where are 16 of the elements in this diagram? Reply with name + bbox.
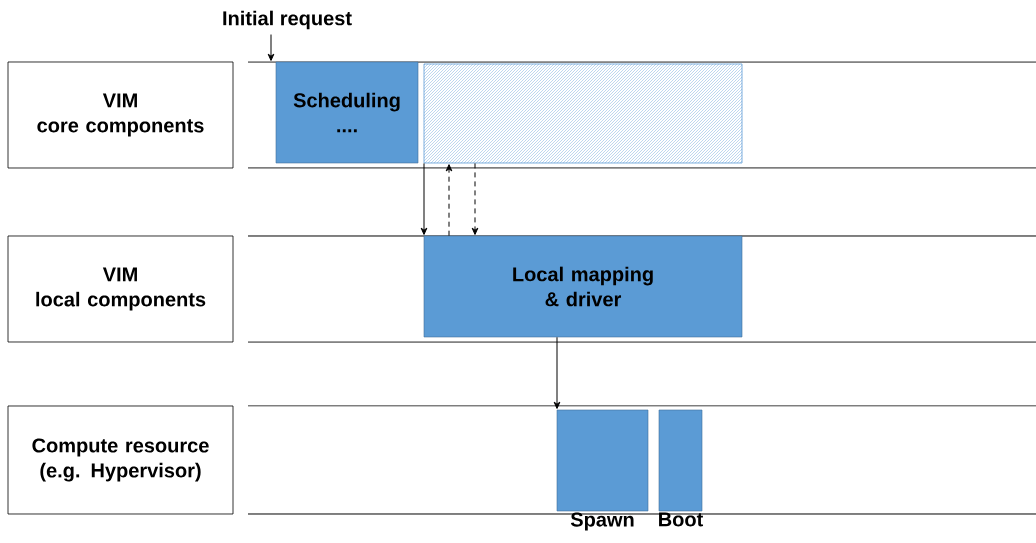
process-block: Scheduling .... bbox=[275, 61, 419, 164]
process-block bbox=[556, 409, 649, 512]
arrow bbox=[267, 34, 275, 61]
process-block bbox=[658, 409, 703, 512]
hatched-block bbox=[423, 63, 743, 164]
annotation-text: Initial request bbox=[223, 10, 352, 30]
lane-label-box: VIM core components bbox=[7, 61, 234, 169]
block-caption: Boot bbox=[659, 512, 704, 527]
arrow bbox=[471, 162, 479, 235]
process-block: Local mapping & driver bbox=[423, 235, 743, 338]
lane-label-box: Compute resource (e.g. Hypervisor) bbox=[7, 405, 234, 515]
lane-label-box: VIM local components bbox=[7, 235, 234, 343]
arrow bbox=[553, 336, 561, 409]
arrow bbox=[445, 164, 453, 237]
arrow bbox=[420, 162, 428, 235]
block-caption: Spawn bbox=[570, 512, 634, 531]
